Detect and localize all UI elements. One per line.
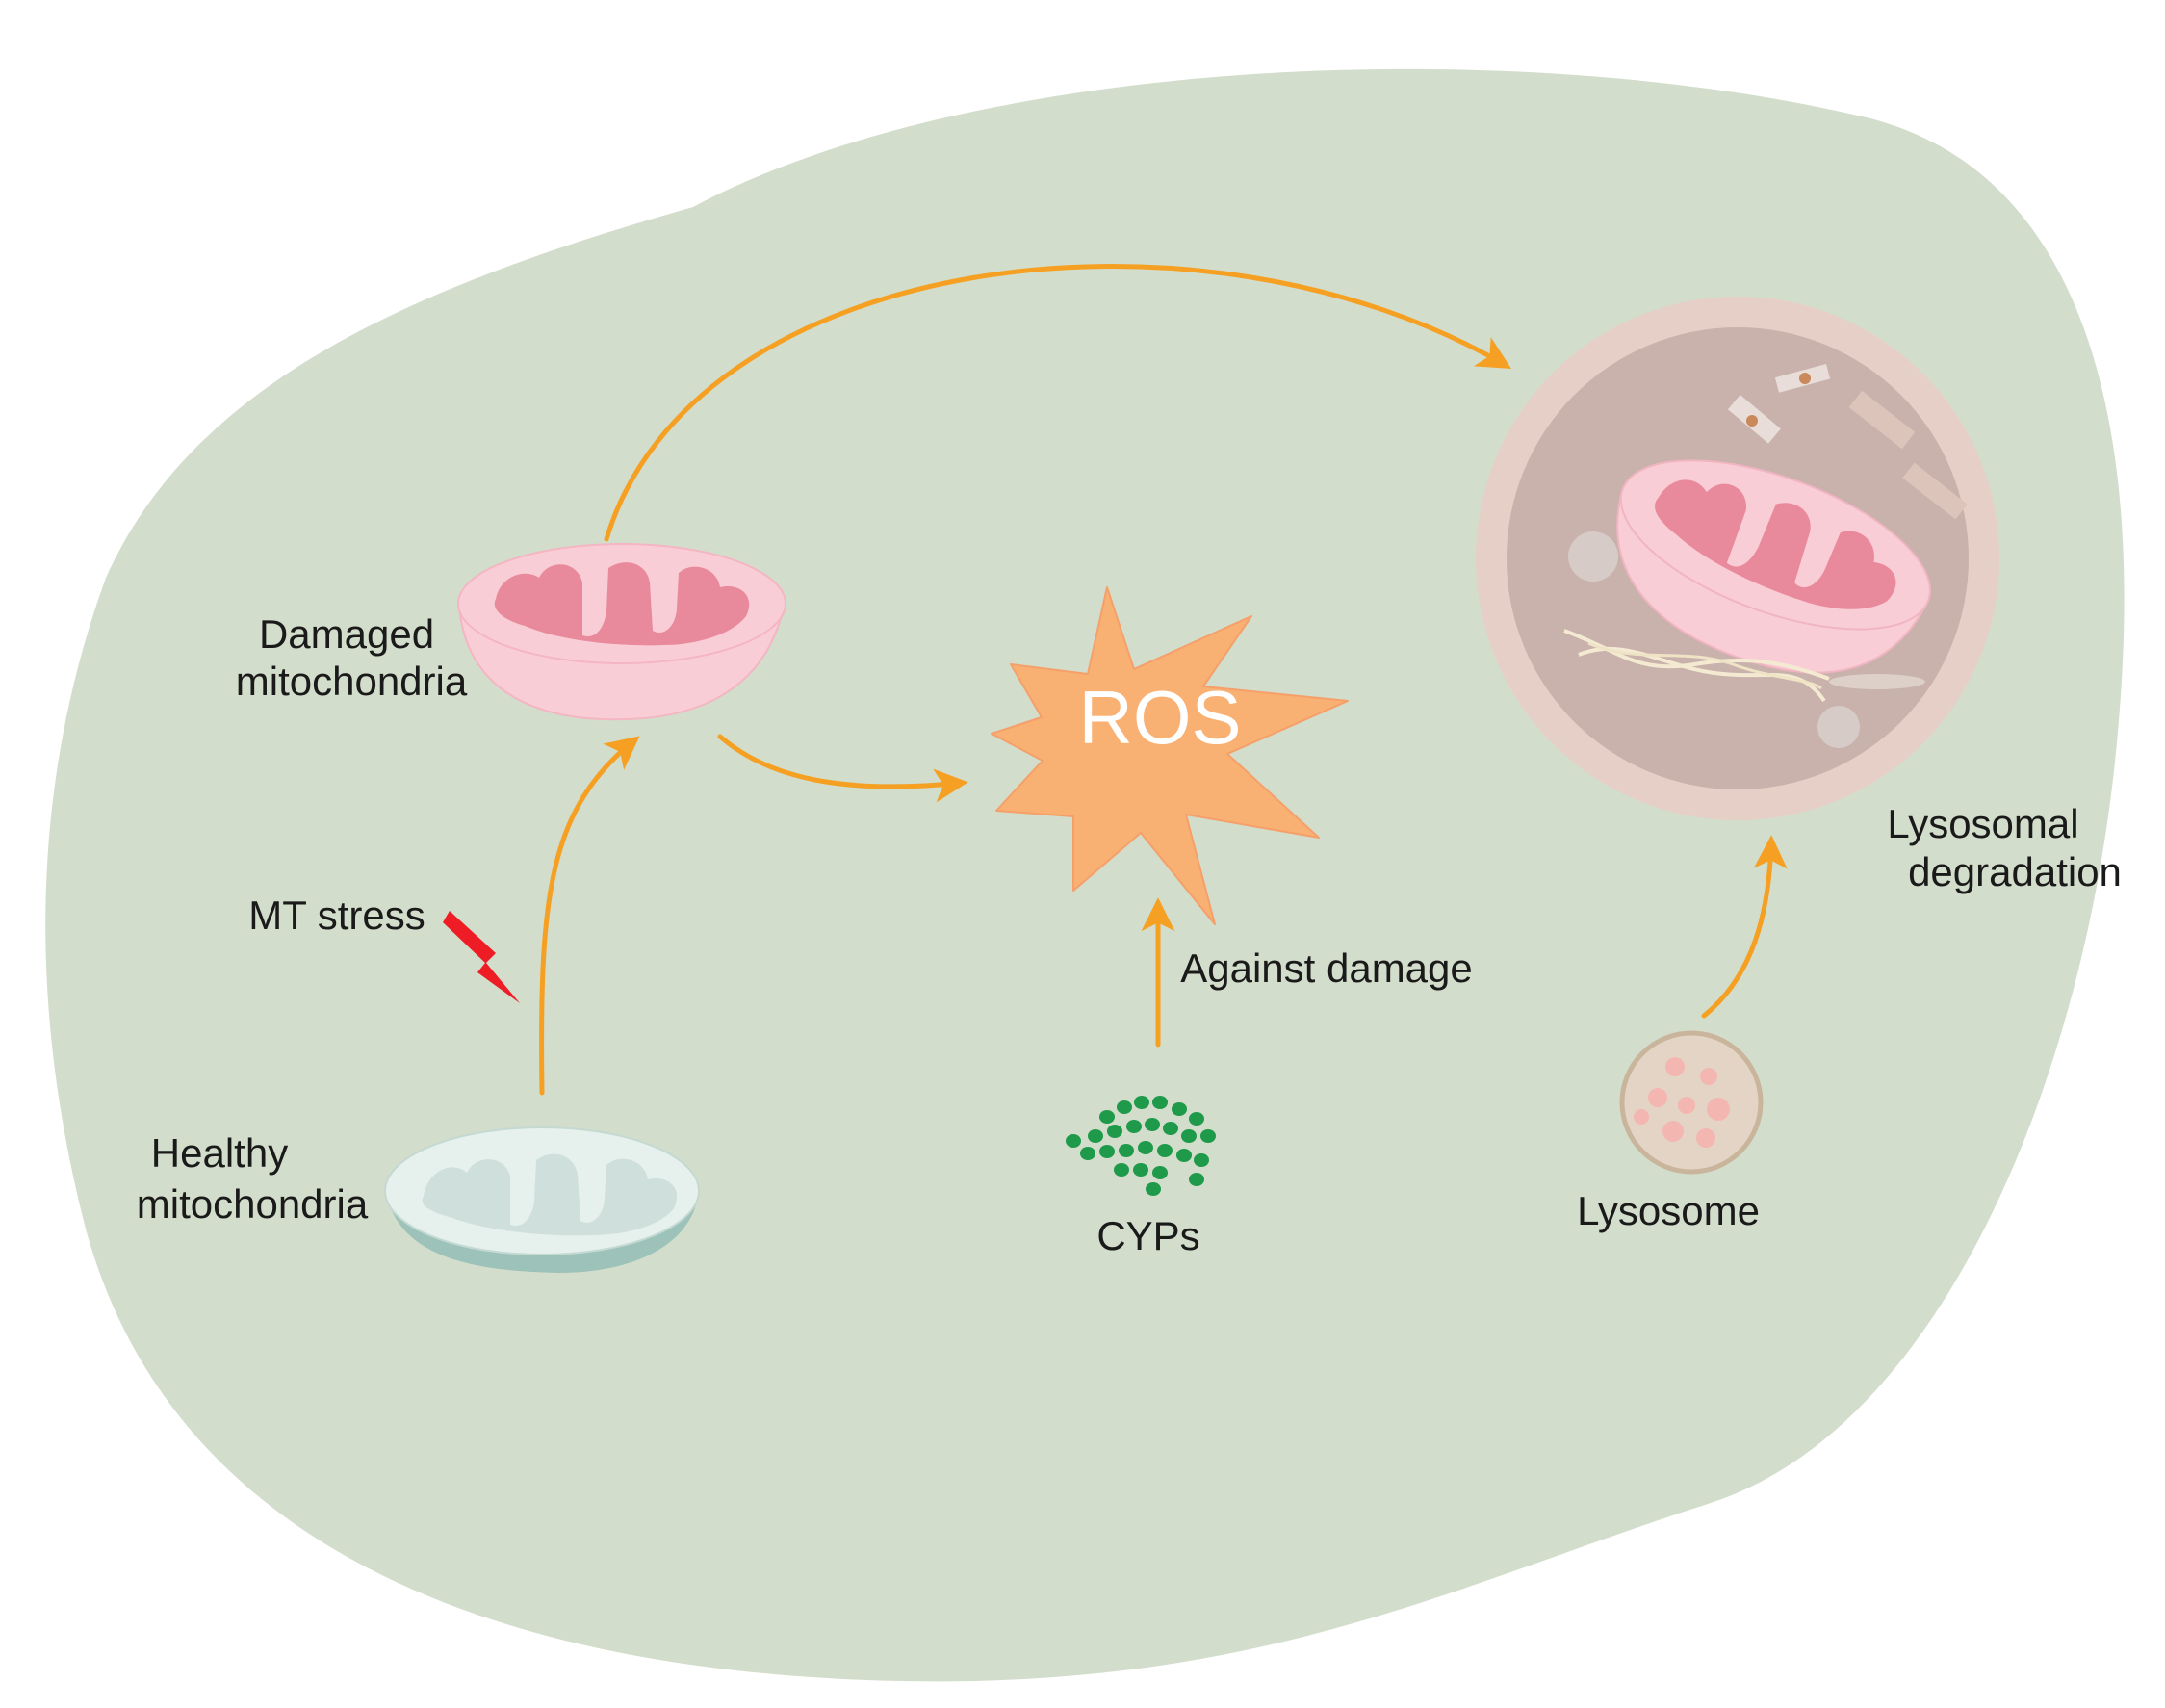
lysosome-label: Lysosome xyxy=(1577,1188,1760,1233)
lysosomal-degradation-label-2: degradation xyxy=(1908,849,2122,894)
damaged-mitochondria-label-2: mitochondria xyxy=(236,659,468,704)
damaged-mitochondria-label-1: Damaged xyxy=(259,611,434,657)
healthy-mitochondria-label-2: mitochondria xyxy=(137,1181,369,1227)
healthy-mitochondria-label-1: Healthy xyxy=(151,1130,288,1176)
ros-label: ROS xyxy=(1078,675,1241,760)
against-damage-label: Against damage xyxy=(1180,945,1473,991)
lysosomal-degradation-label-1: Lysosomal xyxy=(1887,801,2078,846)
lysosome-icon xyxy=(1622,1033,1761,1172)
cyps-label: CYPs xyxy=(1096,1213,1199,1258)
mt-stress-label: MT stress xyxy=(248,893,425,938)
autolysosome-icon xyxy=(1476,297,1999,820)
